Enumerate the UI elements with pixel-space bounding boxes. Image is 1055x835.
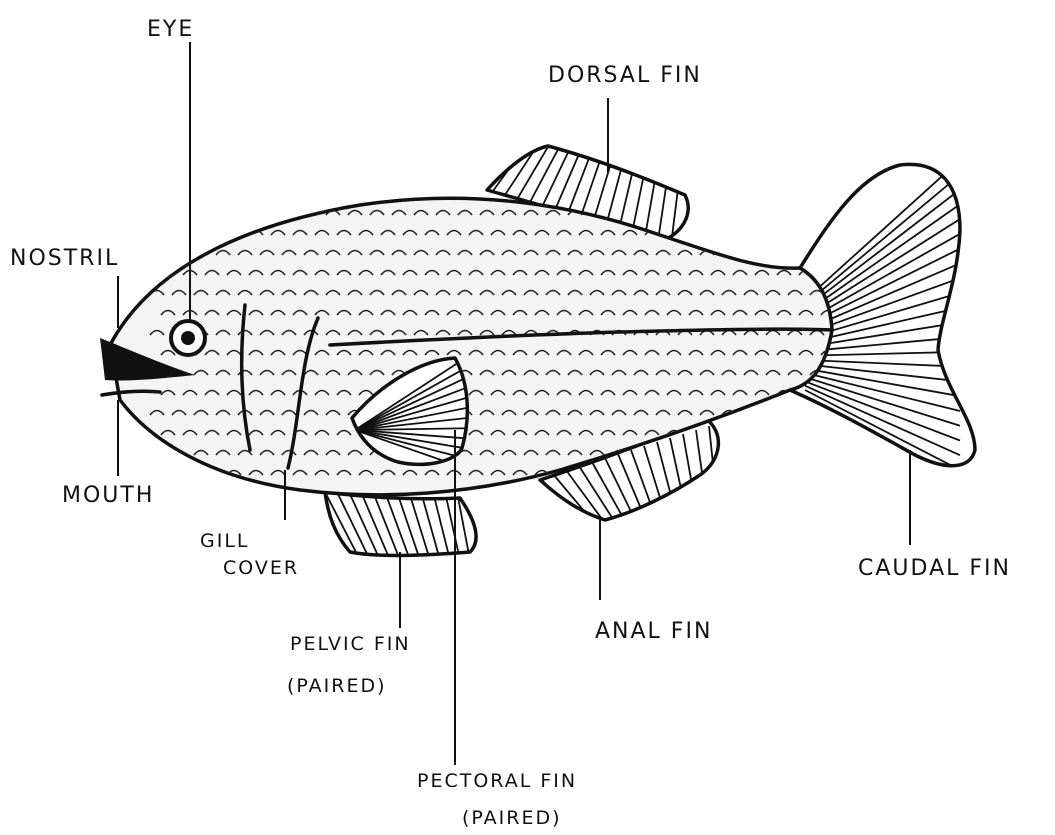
label-gill-cover-2: COVER bbox=[223, 557, 299, 579]
label-anal-fin: ANAL FIN bbox=[595, 619, 712, 644]
label-pelvic-fin-1: PELVIC FIN bbox=[290, 633, 411, 655]
label-nostril: NOSTRIL bbox=[10, 246, 119, 271]
fish-body bbox=[100, 198, 835, 495]
label-mouth: MOUTH bbox=[62, 483, 154, 508]
label-pectoral-fin-2: (PAIRED) bbox=[462, 807, 562, 829]
pelvic-fin bbox=[325, 492, 476, 560]
label-dorsal-fin: DORSAL FIN bbox=[548, 63, 702, 88]
label-eye: EYE bbox=[147, 17, 194, 42]
label-pectoral-fin-1: PECTORAL FIN bbox=[417, 770, 577, 792]
label-gill-cover-1: GILL bbox=[200, 530, 250, 552]
label-pelvic-fin-2: (PAIRED) bbox=[287, 675, 387, 697]
label-caudal-fin: CAUDAL FIN bbox=[858, 556, 1011, 581]
